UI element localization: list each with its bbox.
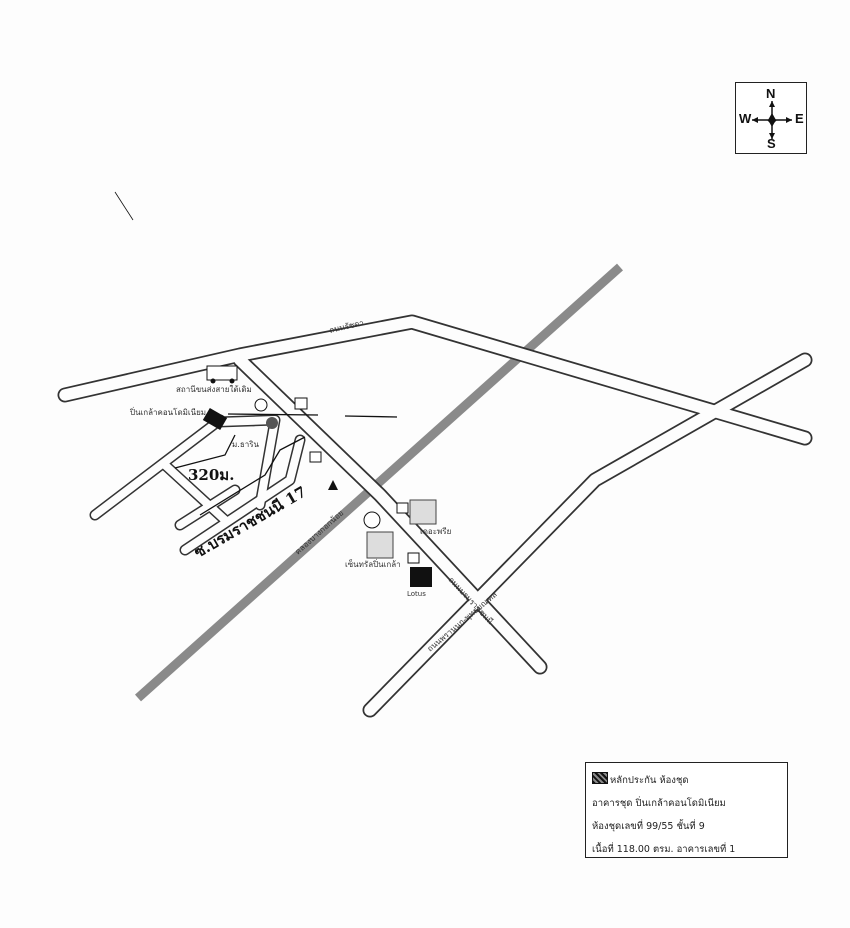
temple-icon [254, 398, 268, 412]
label-building-right: เดอะพรีย [420, 527, 451, 536]
seven-eleven-icon-3 [396, 502, 409, 514]
label-soi: ซ.บรมราชชนนี 17 [191, 483, 309, 562]
label-temple: ม.ธาริน [232, 440, 259, 449]
label-building-center: เซ็นทรัลปิ่นเกล้า [345, 558, 401, 569]
legend-row-1: หลักประกัน ห้องชุด [592, 769, 781, 792]
collateral-swatch-icon [592, 772, 608, 784]
soi-roads [89, 414, 306, 556]
legend-box: หลักประกัน ห้องชุด อาคารชุด ปิ่นเกล้าคอน… [585, 762, 788, 858]
seven-eleven-icon-4 [407, 552, 420, 564]
compass-rose: N S W E [735, 82, 807, 154]
label-condo: ปิ่นเกล้าคอนโดมิเนียม [129, 406, 206, 417]
compass-south: S [767, 136, 776, 151]
label-store: Lotus [407, 590, 426, 598]
seven-eleven-icon [294, 397, 308, 410]
building-icon-2 [366, 531, 394, 559]
legend-line-4: เนื้อที่ 118.00 ตรม. อาคารเลขที่ 1 [592, 844, 736, 855]
compass-north: N [766, 86, 776, 101]
lotus-icon [410, 567, 432, 587]
bank-icon [363, 511, 381, 529]
landmark-icons [202, 365, 437, 587]
main-roads [57, 314, 813, 718]
route-lines [114, 191, 398, 516]
label-place-top-left: สถานีขนส่งสายใต้เดิม [176, 385, 252, 394]
canal [135, 263, 623, 702]
shop-icon [266, 417, 278, 429]
bus-icon [206, 365, 238, 381]
mitsubishi-icon [328, 480, 338, 490]
building-icon [409, 499, 437, 525]
label-road-mid: คลองบางกอกน้อย [293, 508, 345, 556]
seven-eleven-icon-2 [309, 451, 322, 463]
legend-line-2: อาคารชุด ปิ่นเกล้าคอนโดมิเนียม [592, 798, 726, 809]
compass-west: W [739, 111, 752, 126]
compass-east: E [795, 111, 804, 126]
label-distance: 320ม. [188, 466, 234, 484]
compass-arrows-icon [752, 101, 792, 139]
legend-line-1: หลักประกัน ห้องชุด [610, 775, 689, 786]
collateral-marker [202, 407, 228, 431]
legend-line-3: ห้องชุดเลขที่ 99/55 ชั้นที่ 9 [592, 821, 705, 832]
